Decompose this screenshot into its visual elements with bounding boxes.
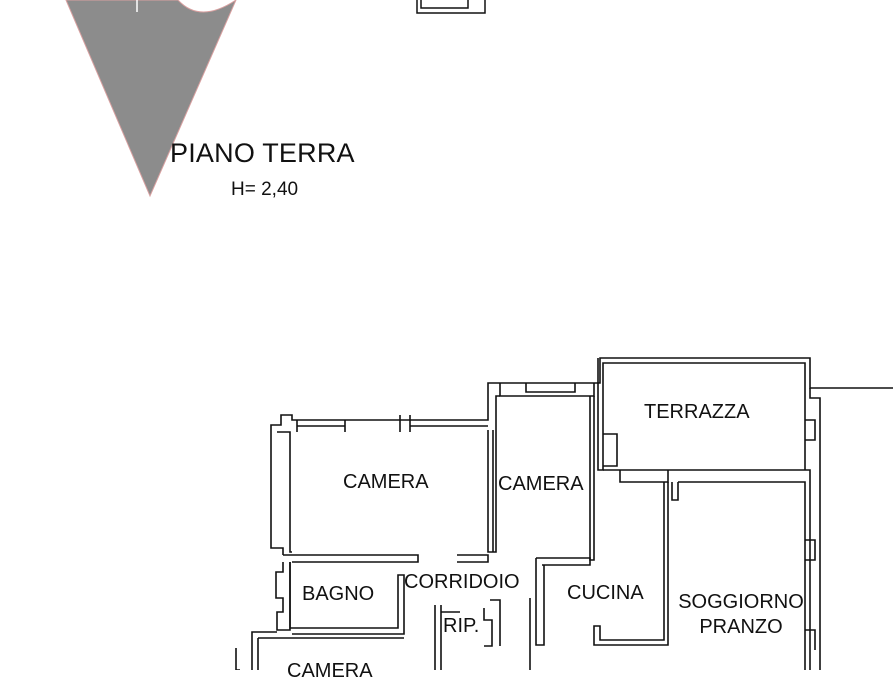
room-label-camera: CAMERA bbox=[343, 471, 429, 493]
height-annotation: H= 2,40 bbox=[231, 179, 299, 200]
room-label-bagno: BAGNO bbox=[302, 583, 375, 605]
north-arrow-icon bbox=[65, 0, 237, 198]
room-label-camera: CAMERA bbox=[287, 660, 373, 682]
page-title: PIANO TERRA bbox=[170, 138, 355, 168]
room-label-ripostiglio: RIP. bbox=[443, 615, 480, 637]
top-fixture bbox=[416, 0, 486, 14]
room-label-corridoio: CORRIDOIO bbox=[404, 571, 520, 593]
walls bbox=[235, 357, 893, 670]
room-label-cucina: CUCINA bbox=[567, 582, 644, 604]
room-label-pranzo: PRANZO bbox=[699, 616, 783, 638]
room-label-camera: CAMERA bbox=[498, 473, 584, 495]
room-label-soggiorno: SOGGIORNO bbox=[678, 591, 804, 613]
room-label-terrazza: TERRAZZA bbox=[644, 401, 750, 423]
